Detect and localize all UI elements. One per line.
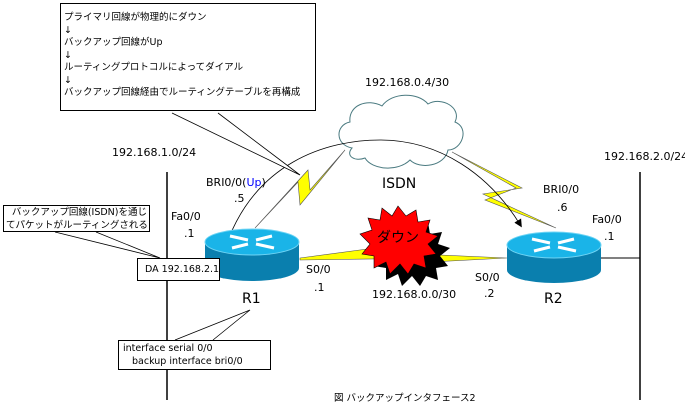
config-line: backup interface bri0/0 xyxy=(132,355,243,367)
callout-line: ↓ xyxy=(64,49,72,61)
router-r1-icon xyxy=(204,228,300,281)
lan2-network: 192.168.2.0/24 xyxy=(604,150,685,163)
r1-fa-ip: .1 xyxy=(184,227,195,240)
router-r2-icon xyxy=(506,231,602,283)
routing-path-arrow xyxy=(221,139,522,259)
r1-bri-status: Up xyxy=(246,176,262,189)
r2-s-ip: .2 xyxy=(484,287,495,300)
config-line: interface serial 0/0 xyxy=(123,343,213,354)
serial-network: 192.168.0.0/30 xyxy=(372,288,457,301)
r1-bri-ip: .5 xyxy=(234,192,245,205)
callout-top: プライマリ回線が物理的にダウン ↓ バックアップ回線がUp ↓ ルーティングプロ… xyxy=(60,3,316,111)
isdn-network: 192.168.0.4/30 xyxy=(365,76,450,89)
callout-line: バックアップ回線がUp xyxy=(64,37,163,48)
r1-bri-close: ) xyxy=(261,176,266,189)
callout-line: バックアップ回線(ISDN)を通じ xyxy=(11,207,147,218)
figure-caption: 図 バックアップインタフェース2 xyxy=(334,393,476,404)
callout-line: ↓ xyxy=(64,24,72,36)
r1-s-ip: .1 xyxy=(314,281,325,294)
r2-bri-label: BRI0/0 xyxy=(543,183,580,196)
r1-fa-label: Fa0/0 xyxy=(171,210,201,223)
r2-name: R2 xyxy=(544,291,563,307)
callout-line: てパケットがルーティングされる xyxy=(6,219,148,231)
isdn-lightning-right xyxy=(451,151,557,229)
down-label: ダウン xyxy=(377,230,419,246)
config-box: interface serial 0/0 backup interface br… xyxy=(118,340,271,370)
isdn-cloud xyxy=(338,94,464,169)
callout-left: バックアップ回線(ISDN)を通じ てパケットがルーティングされる xyxy=(3,205,150,232)
r1-name: R1 xyxy=(242,291,261,307)
callout-line: ↓ xyxy=(64,74,72,86)
isdn-label: ISDN xyxy=(382,176,417,192)
down-burst xyxy=(359,205,450,286)
r1-bri-label: BRI0/0(Up) xyxy=(206,176,266,189)
r2-s-label: S0/0 xyxy=(475,271,500,284)
packet-box: DA 192.168.2.1 xyxy=(137,258,220,281)
r1-bri: BRI0/0( xyxy=(206,176,247,189)
r2-bri-ip: .6 xyxy=(557,201,568,214)
lan1-network: 192.168.1.0/24 xyxy=(112,146,197,159)
callout-line: プライマリ回線が物理的にダウン xyxy=(64,12,207,23)
callout-line: バックアップ回線経由でルーティングテーブルを再構成 xyxy=(64,87,301,98)
isdn-lightning-left xyxy=(254,149,346,229)
callout-line: ルーティングプロトコルによってダイアル xyxy=(64,62,244,73)
r2-fa-label: Fa0/0 xyxy=(592,213,622,226)
r1-s-label: S0/0 xyxy=(306,263,331,276)
r2-fa-ip: .1 xyxy=(604,230,615,243)
